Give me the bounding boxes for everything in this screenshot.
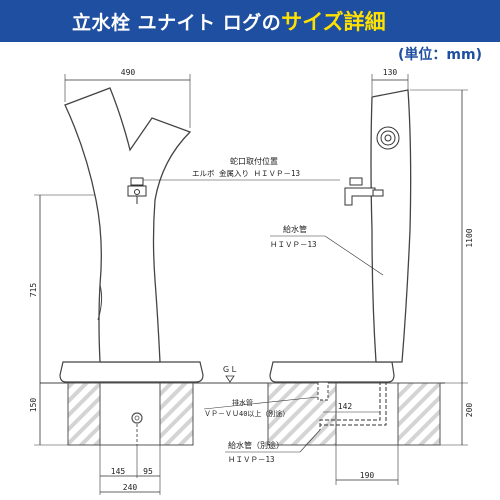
dim-left-height: 715 — [29, 194, 95, 383]
label-supply-pipe-1: 給水管 — [283, 224, 307, 234]
dim-left-base-height: 150 — [29, 383, 68, 446]
dim-left-width: 490 — [64, 68, 191, 128]
dim-text-142: 142 — [338, 402, 353, 411]
label-supply-sep-2: ＨＩＶＰ－13 — [228, 455, 275, 464]
right-pan — [269, 361, 395, 383]
dim-left-base-widths: 145 95 240 — [99, 445, 161, 495]
left-trunk — [64, 87, 192, 363]
label-faucet-pos-2: エルボ 金属入り ＨＩＶＰ－13 — [192, 168, 300, 178]
label-faucet-position: 蛇口取付位置 エルボ 金属入り ＨＩＶＰ－13 — [143, 156, 340, 181]
gl-text: ＧＬ — [222, 365, 238, 374]
label-faucet-pos-1: 蛇口取付位置 — [230, 156, 278, 166]
dim-text-715: 715 — [29, 283, 38, 298]
dim-text-130: 130 — [383, 68, 398, 77]
dim-right-width: 130 — [371, 68, 409, 96]
dim-text-1100: 1100 — [465, 228, 474, 247]
unit-label: (単位：mm) — [398, 47, 482, 63]
title-banner: 立水栓 ユナイト ログの サイズ詳細 — [0, 0, 500, 42]
left-drain-hole — [131, 412, 143, 424]
dim-text-95: 95 — [143, 467, 153, 476]
dim-right-height: 1100 — [410, 89, 474, 384]
dim-drain-offset: 142 — [323, 402, 380, 413]
label-drain-pipe-2: ＶＰ－ＶＵ40以上（別途） — [204, 409, 289, 418]
label-drain-pipe-1: 排水管 — [232, 398, 253, 407]
left-faucet-icon — [127, 177, 147, 204]
drain-pipe — [317, 382, 329, 401]
label-supply-sep-1: 給水管（別途） — [228, 440, 284, 450]
label-supply-pipe-2: ＨＩＶＰ－13 — [270, 240, 317, 249]
label-gl: ＧＬ — [222, 365, 238, 383]
dim-text-150: 150 — [29, 398, 38, 413]
dim-text-145: 145 — [111, 467, 126, 476]
dim-right-base-width: 190 — [335, 445, 399, 485]
title-main: 立水栓 ユナイト ログの — [72, 11, 282, 34]
label-supply-pipe: 給水管 ＨＩＶＰ－13 — [270, 224, 384, 276]
right-faucet-icon — [344, 177, 384, 206]
dim-right-base-height: 200 — [440, 383, 474, 446]
title-accent: サイズ詳細 — [281, 10, 386, 34]
dim-text-190: 190 — [360, 471, 375, 480]
right-ring-icon — [376, 126, 400, 150]
label-drain-pipe: 排水管 ＶＰ－ＶＵ40以上（別途） — [203, 396, 319, 418]
dim-text-490: 490 — [121, 68, 136, 77]
label-supply-separate: 給水管（別途） ＨＩＶＰ－13 — [225, 429, 321, 464]
left-pan — [59, 361, 204, 383]
dim-text-200: 200 — [465, 403, 474, 418]
dim-text-240: 240 — [123, 483, 138, 492]
